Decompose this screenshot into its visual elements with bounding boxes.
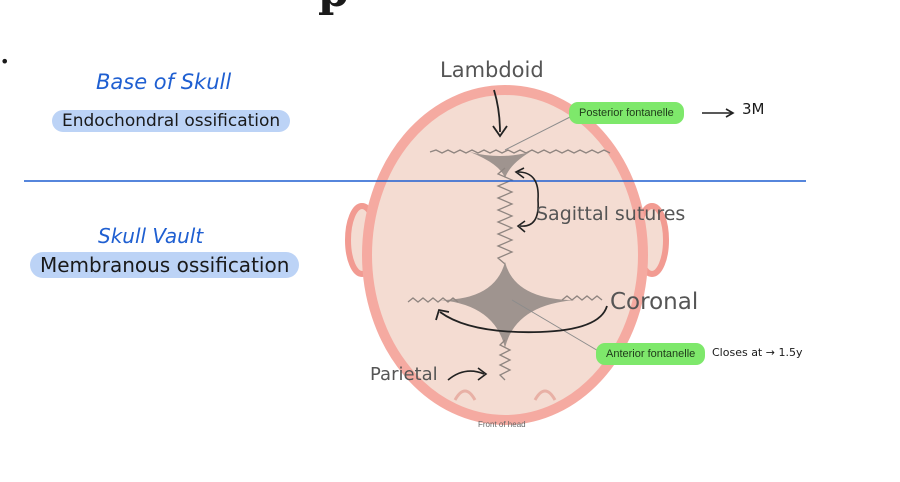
posterior-pointer: [504, 113, 577, 151]
sagittal-suture: [496, 167, 514, 270]
posterior-fontanelle-label: Posterior fontanelle: [569, 102, 684, 124]
skull-vault-title: Skull Vault: [98, 224, 204, 248]
anterior-pointer: [511, 299, 601, 353]
anterior-note: Closes at → 1.5y: [712, 346, 803, 359]
base-of-skull-title: Base of Skull: [96, 70, 232, 94]
sagittal-label: Sagittal sutures: [536, 203, 686, 225]
front-of-head-caption: Front of head: [478, 420, 526, 429]
sagittal-arrow: [517, 171, 539, 227]
anterior-fontanelle-label: Anterior fontanelle: [596, 343, 706, 365]
lambdoid-arrowhead: [492, 125, 508, 138]
parietal-arrowhead: [477, 367, 488, 381]
sagittal-arrowhead-bottom: [516, 220, 526, 233]
anterior-fontanelle-shape: [440, 262, 575, 348]
lambdoid-arrow: [493, 89, 501, 133]
lambdoid-suture: [429, 149, 611, 154]
coronal-arrow: [439, 305, 608, 334]
coronal-label: Coronal: [610, 289, 699, 315]
coronal-suture-left: [407, 297, 459, 303]
header-fragment: p: [318, 0, 349, 17]
parietal-label: Parietal: [370, 364, 438, 385]
posterior-note: 3M: [742, 100, 765, 118]
posterior-fontanelle-shape: [470, 152, 530, 178]
sagittal-arrowhead-top: [514, 167, 525, 179]
front-bumps: [453, 389, 557, 401]
bullet: •: [0, 52, 10, 71]
posterior-note-arrowhead: [725, 108, 735, 118]
frontal-suture: [498, 339, 512, 381]
membranous-label: Membranous ossification: [30, 252, 300, 278]
coronal-suture-right: [561, 295, 603, 301]
endochondral-label: Endochondral ossification: [52, 110, 291, 132]
coronal-arrowhead: [435, 308, 450, 321]
lambdoid-label: Lambdoid: [440, 58, 544, 82]
parietal-arrow: [447, 370, 485, 381]
